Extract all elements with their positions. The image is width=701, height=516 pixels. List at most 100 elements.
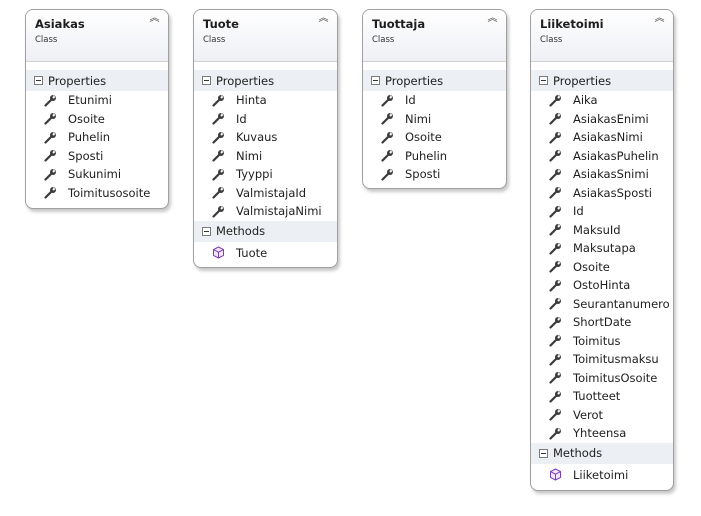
member-label: AsiakasSnimi <box>573 167 649 182</box>
property-wrench-icon <box>549 334 562 347</box>
member-label: ValmistajaId <box>236 185 307 200</box>
property-item[interactable]: Toimitusosoite <box>26 184 168 203</box>
property-item[interactable]: Tyyppi <box>194 165 337 184</box>
class-header: Tuote Class ︽ <box>194 10 337 62</box>
property-item[interactable]: Sukunimi <box>26 165 168 184</box>
method-icon <box>212 246 225 259</box>
property-wrench-icon <box>381 168 394 181</box>
property-wrench-icon <box>549 297 562 310</box>
property-item[interactable]: Toimitusmaksu <box>531 350 673 369</box>
property-item[interactable]: Toimitus <box>531 332 673 351</box>
property-item[interactable]: AsiakasNimi <box>531 128 673 147</box>
class-name: Tuote <box>203 17 239 31</box>
properties-section-header[interactable]: Properties <box>26 70 168 91</box>
property-item[interactable]: AsiakasEnimi <box>531 110 673 129</box>
property-wrench-icon <box>549 353 562 366</box>
property-wrench-icon <box>549 408 562 421</box>
property-item[interactable]: AsiakasSposti <box>531 184 673 203</box>
property-item[interactable]: AsiakasSnimi <box>531 165 673 184</box>
method-item[interactable]: Tuote <box>194 244 337 263</box>
property-item[interactable]: ToimitusOsoite <box>531 369 673 388</box>
class-header: Liiketoimi Class ︽ <box>531 10 673 62</box>
property-wrench-icon <box>212 131 225 144</box>
member-label: AsiakasPuhelin <box>573 148 659 163</box>
property-item[interactable]: ValmistajaNimi <box>194 202 337 221</box>
collapse-toggle-icon[interactable] <box>539 448 548 458</box>
property-item[interactable]: Osoite <box>363 128 506 147</box>
property-item[interactable]: Puhelin <box>26 128 168 147</box>
properties-section-header[interactable]: Properties <box>194 70 337 91</box>
property-wrench-icon <box>549 390 562 403</box>
collapse-toggle-icon[interactable] <box>202 76 211 85</box>
member-label: Etunimi <box>68 93 112 108</box>
property-item[interactable]: Id <box>363 91 506 110</box>
property-wrench-icon <box>44 112 57 125</box>
member-label: Osoite <box>573 259 610 274</box>
property-item[interactable]: Tuotteet <box>531 387 673 406</box>
property-item[interactable]: Maksutapa <box>531 239 673 258</box>
property-item[interactable]: Kuvaus <box>194 128 337 147</box>
property-item[interactable]: Seurantanumero <box>531 295 673 314</box>
collapse-icon[interactable]: ︽ <box>318 13 329 24</box>
method-icon <box>549 468 562 481</box>
property-item[interactable]: AsiakasPuhelin <box>531 147 673 166</box>
properties-section-header[interactable]: Properties <box>363 70 506 91</box>
methods-section-header[interactable]: Methods <box>531 442 673 464</box>
collapse-toggle-icon[interactable] <box>539 76 548 85</box>
property-item[interactable]: Etunimi <box>26 91 168 110</box>
property-item[interactable]: Verot <box>531 406 673 425</box>
member-label: Id <box>405 93 416 108</box>
collapse-toggle-icon[interactable] <box>34 76 43 85</box>
property-wrench-icon <box>212 112 225 125</box>
class-name: Tuottaja <box>372 17 426 31</box>
property-item[interactable]: Puhelin <box>363 147 506 166</box>
method-item[interactable]: Liiketoimi <box>531 466 673 485</box>
property-wrench-icon <box>44 149 57 162</box>
member-label: AsiakasNimi <box>573 130 643 145</box>
property-wrench-icon <box>549 279 562 292</box>
property-item[interactable]: Hinta <box>194 91 337 110</box>
property-item[interactable]: Id <box>531 202 673 221</box>
property-item[interactable]: Sposti <box>26 147 168 166</box>
collapse-icon[interactable]: ︽ <box>487 13 498 24</box>
property-item[interactable]: ShortDate <box>531 313 673 332</box>
property-item[interactable]: Osoite <box>531 258 673 277</box>
property-item[interactable]: Nimi <box>194 147 337 166</box>
methods-section-header[interactable]: Methods <box>194 220 337 242</box>
property-item[interactable]: Aika <box>531 91 673 110</box>
property-item[interactable]: Id <box>194 110 337 129</box>
collapse-toggle-icon[interactable] <box>371 76 380 85</box>
collapse-toggle-icon[interactable] <box>202 226 211 236</box>
properties-section-header[interactable]: Properties <box>531 70 673 91</box>
property-wrench-icon <box>381 149 394 162</box>
member-label: Nimi <box>236 148 263 163</box>
property-wrench-icon <box>549 371 562 384</box>
property-wrench-icon <box>549 168 562 181</box>
member-label: Tyyppi <box>236 167 273 182</box>
property-wrench-icon <box>549 149 562 162</box>
property-item[interactable]: ValmistajaId <box>194 184 337 203</box>
property-wrench-icon <box>549 316 562 329</box>
property-item[interactable]: Osoite <box>26 110 168 129</box>
property-item[interactable]: Sposti <box>363 165 506 184</box>
member-label: Sposti <box>405 167 441 182</box>
member-label: Tuote <box>236 245 268 260</box>
member-label: Id <box>573 204 584 219</box>
property-item[interactable]: OstoHinta <box>531 276 673 295</box>
member-label: Toimitus <box>573 333 621 348</box>
property-wrench-icon <box>549 112 562 125</box>
collapse-icon[interactable]: ︽ <box>654 13 665 24</box>
member-label: Hinta <box>236 93 267 108</box>
property-item[interactable]: Yhteensa <box>531 424 673 443</box>
property-item[interactable]: Nimi <box>363 110 506 129</box>
property-item[interactable]: MaksuId <box>531 221 673 240</box>
property-wrench-icon <box>549 223 562 236</box>
collapse-icon[interactable]: ︽ <box>149 13 160 24</box>
member-label: ValmistajaNimi <box>236 204 322 219</box>
property-wrench-icon <box>549 242 562 255</box>
member-label: Sposti <box>68 148 104 163</box>
